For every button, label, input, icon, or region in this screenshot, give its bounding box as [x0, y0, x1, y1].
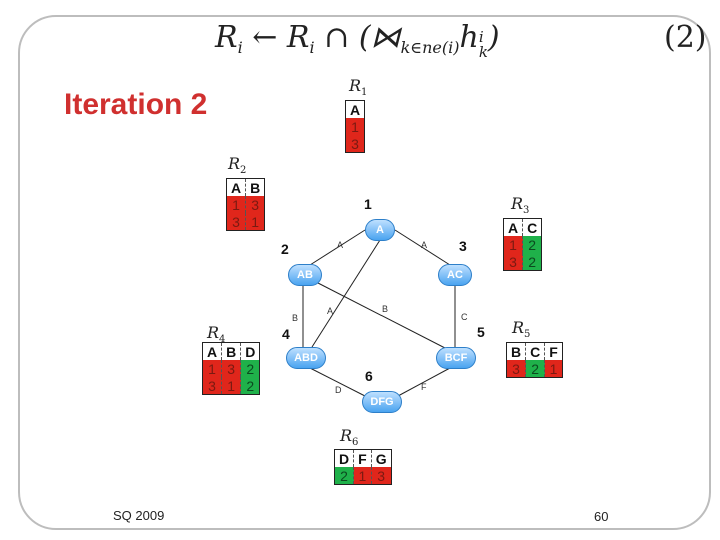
column-header: F: [353, 449, 372, 467]
column-header: A: [503, 218, 523, 236]
node-dfg[interactable]: DFG: [362, 391, 402, 413]
r5-label: R5: [512, 318, 531, 340]
column-header: B: [506, 342, 526, 360]
edge-abd-dfg: [309, 367, 366, 397]
table-cell: 2: [525, 360, 545, 378]
r6-label: R6: [340, 426, 359, 448]
table-cell: 2: [334, 467, 354, 485]
table-cell: 3: [345, 135, 365, 153]
edge-label-a-abd: A: [327, 306, 334, 316]
column-header: D: [334, 449, 354, 467]
table-cell: 1: [544, 360, 563, 378]
footer-left: SQ 2009: [113, 508, 165, 523]
edge-a-ac: [394, 229, 451, 266]
column-header: B: [221, 342, 241, 360]
r3-label: R3: [511, 194, 530, 216]
slide-frame: [18, 15, 711, 530]
edge-label-abd-dfg: D: [335, 385, 342, 395]
column-header: G: [370, 449, 392, 467]
node-number-bcf: 5: [477, 324, 485, 340]
r4-label: R4: [207, 323, 226, 345]
edge-label-a-ab: A: [337, 240, 344, 250]
table-cell: 2: [240, 360, 260, 377]
node-a[interactable]: A: [365, 219, 395, 241]
table-cell: 1: [221, 377, 241, 395]
edge-label-ac-bcf: C: [461, 312, 468, 322]
table-cell: 1: [202, 360, 222, 377]
table-cell: 2: [522, 253, 542, 271]
column-header: F: [544, 342, 563, 360]
table-cell: 1: [226, 196, 246, 213]
iteration-title: Iteration 2: [64, 88, 208, 121]
table-cell: 3: [503, 253, 523, 271]
edge-label-ab-bcf: B: [382, 304, 389, 314]
table-cell: 2: [522, 236, 542, 253]
edge-label-ab-abd: B: [292, 313, 299, 323]
node-number-ab: 2: [281, 241, 289, 257]
table-cell: 1: [345, 118, 365, 135]
node-number-dfg: 6: [365, 368, 373, 384]
table-header-row: A: [345, 100, 365, 118]
table-cell: 1: [503, 236, 523, 253]
column-header: B: [245, 178, 265, 196]
table-cell: 1: [353, 467, 372, 485]
node-bcf[interactable]: BCF: [436, 347, 476, 369]
table-cell: 3: [202, 377, 222, 395]
edge-label-a-ac: A: [421, 240, 428, 250]
table-cell: 1: [245, 213, 265, 231]
node-number-ac: 3: [459, 238, 467, 254]
r2-label: R2: [228, 154, 247, 176]
table-cell: 3: [221, 360, 241, 377]
table-cell: 3: [245, 196, 265, 213]
table-cell: 3: [226, 213, 246, 231]
edge-a-ab: [309, 229, 366, 266]
table-cell: 3: [370, 467, 392, 485]
page-number: 60: [594, 509, 609, 524]
edge-a-abd: [311, 239, 381, 348]
column-header: A: [226, 178, 246, 196]
column-header: C: [522, 218, 542, 236]
table-row: 3: [345, 135, 365, 153]
table-cell: 2: [240, 377, 260, 395]
node-number-a: 1: [364, 196, 372, 212]
table-cell: 3: [506, 360, 526, 378]
node-ab[interactable]: AB: [288, 264, 322, 286]
node-abd[interactable]: ABD: [286, 347, 326, 369]
edge-ab-bcf: [317, 282, 446, 349]
edge-label-bcf-dfg: F: [421, 382, 427, 392]
node-number-abd: 4: [282, 326, 290, 342]
node-ac[interactable]: AC: [438, 264, 472, 286]
column-header: A: [202, 342, 222, 360]
column-header: C: [525, 342, 545, 360]
column-header: D: [240, 342, 260, 360]
edge-bcf-dfg: [397, 367, 451, 397]
r1-label: R1: [349, 76, 368, 98]
equation-number: (2): [664, 20, 707, 55]
table-row: 1: [345, 118, 365, 135]
column-header: A: [345, 100, 365, 118]
